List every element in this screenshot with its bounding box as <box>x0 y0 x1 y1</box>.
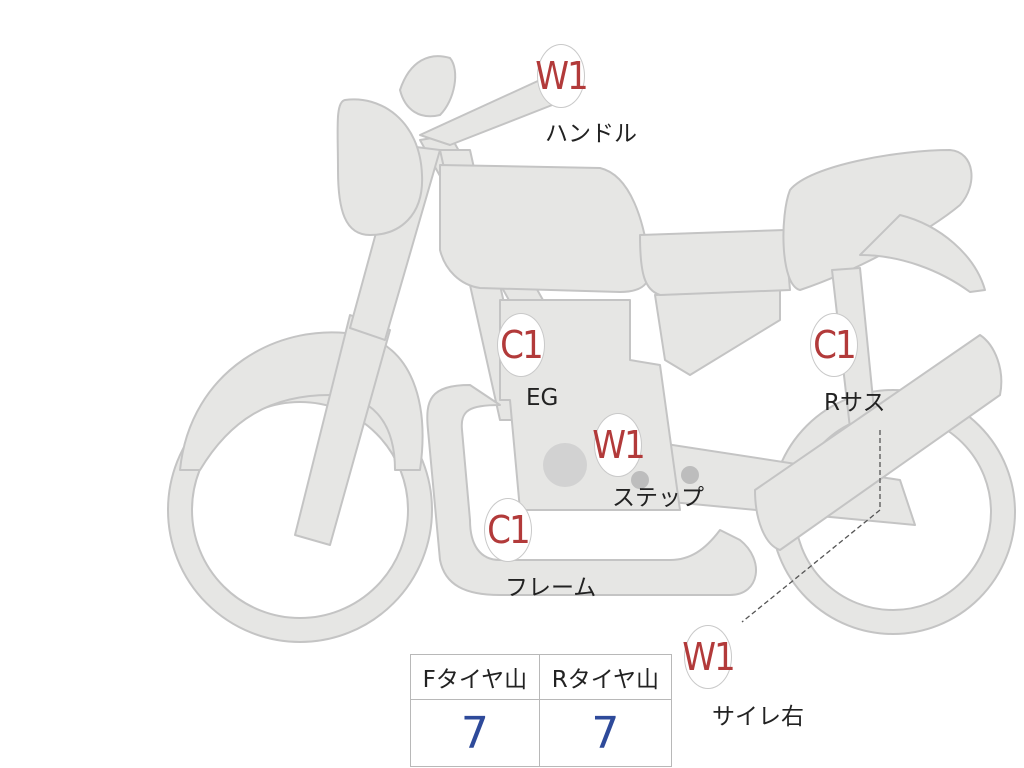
rear-suspension-marker: C1 <box>810 313 858 377</box>
muffler <box>754 334 1003 551</box>
rear-tire-header: Rタイヤ山 <box>538 654 673 700</box>
fuel-tank <box>439 164 651 293</box>
handle-label: ハンドル <box>545 121 637 147</box>
engine-marker: C1 <box>497 313 545 377</box>
tail <box>859 214 986 293</box>
silencer-marker: W1 <box>682 625 736 689</box>
exhaust-pipe <box>426 384 757 596</box>
step-label: ステップ <box>612 485 704 511</box>
step-marker: W1 <box>592 413 646 477</box>
headlight <box>336 98 424 236</box>
silencer-label: サイレ右 <box>712 704 804 730</box>
side-cover <box>654 289 781 376</box>
handle-marker: W1 <box>535 44 589 108</box>
rear-suspension-label: Rサス <box>824 390 886 416</box>
frame-marker: C1 <box>484 498 532 562</box>
front-tire-value: 7 <box>410 699 540 767</box>
engine-label: EG <box>526 385 559 411</box>
front-tire-header: Fタイヤ山 <box>410 654 540 700</box>
tire-tread-table: Fタイヤ山 Rタイヤ山 7 7 <box>410 654 673 767</box>
seat <box>639 229 791 296</box>
rear-tire-value: 7 <box>538 699 673 767</box>
frame-label: フレーム <box>505 575 597 601</box>
silencer-leader-line <box>741 430 881 623</box>
